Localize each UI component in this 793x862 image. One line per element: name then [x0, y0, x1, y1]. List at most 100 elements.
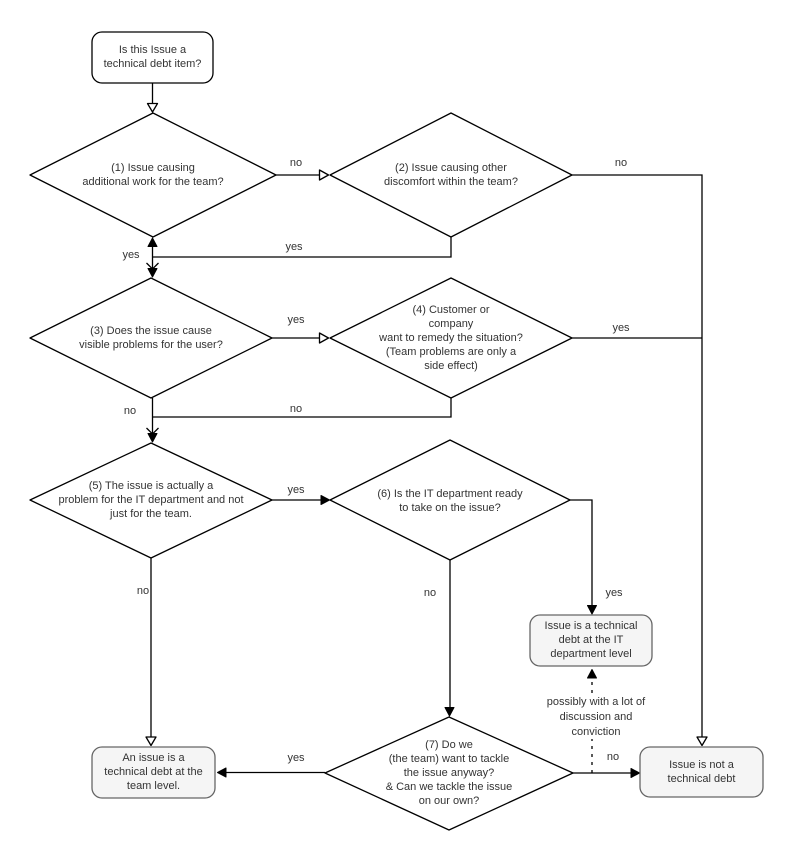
decision-1-text-line: additional work for the team? [82, 176, 223, 188]
dashed-note-line: possibly with a lot of [547, 696, 646, 708]
edge-q7-yes-to-end-team: yes [217, 752, 325, 778]
decision-2-text-line: (2) Issue causing other [395, 162, 507, 174]
end-node-not-debt-shape [639, 746, 764, 798]
decision-1-shape [29, 112, 277, 238]
arrowhead-down-open-icon [696, 736, 708, 747]
edge-q5-yes-to-q6: yes [272, 484, 330, 505]
start-node-text-line: Is this Issue a [119, 44, 187, 56]
end-node-not-debt: Issue is not a technical debt [639, 746, 764, 798]
edge-label-q3-yes: yes [287, 314, 305, 326]
decision-4-text-line: (Team problems are only a [386, 346, 517, 358]
arrowhead-down-filled-icon [147, 268, 158, 278]
arrowhead-right-filled-icon [630, 768, 640, 778]
decision-4-text-line: want to remedy the situation? [378, 332, 523, 344]
edge-label-q2-yes: yes [285, 241, 303, 253]
edge-q6-no-to-q7: no [424, 560, 455, 717]
dashed-note-line: discussion and [560, 711, 633, 723]
edge-q3-yes-to-q4: yes [272, 314, 330, 344]
end-node-team-shape [91, 746, 216, 799]
decision-1-text-line: (1) Issue causing [111, 162, 195, 174]
end-node-team: An issue is a technical debt at the team… [91, 746, 216, 799]
edge-q6-yes-to-end-it: yes [570, 499, 623, 615]
edge-q7-no-to-end-not: no [573, 751, 640, 778]
decision-6-shape [329, 439, 571, 561]
end-node-not-debt-text-line: technical debt [668, 773, 736, 785]
start-node-text-line: technical debt item? [104, 58, 202, 70]
end-node-it-text-line: debt at the IT [559, 634, 624, 646]
decision-5-text-line: just for the team. [109, 508, 192, 520]
edge-label-q1-yes: yes [122, 249, 140, 261]
edge-q2-no-to-end-not: no [572, 157, 708, 747]
arrowhead-down-filled-icon [587, 605, 597, 615]
edge-label-q7-yes: yes [287, 752, 305, 764]
arrowhead-up-filled-icon [587, 669, 597, 679]
decision-6-text-line: to take on the issue? [399, 502, 501, 514]
end-node-it-shape [529, 614, 653, 667]
edge-label-q5-yes: yes [287, 484, 305, 496]
arrowhead-right-open-icon [318, 332, 330, 344]
decision-4-text-line: (4) Customer or [412, 304, 489, 316]
edge-dashed-note-to-end-it: possibly with a lot of discussion and co… [545, 669, 647, 773]
end-node-not-debt-text-line: Issue is not a [669, 759, 735, 771]
decision-2-text-line: discomfort within the team? [384, 176, 518, 188]
decision-3-shape [29, 277, 273, 399]
arrowhead-down-open-icon [146, 102, 159, 113]
decision-7-text-line: on our own? [419, 795, 480, 807]
end-node-team-text-line: technical debt at the [104, 766, 202, 778]
arrowhead-right-open-icon [318, 169, 330, 181]
decision-6: (6) Is the IT department ready to take o… [329, 439, 571, 561]
end-node-it: Issue is a technical debt at the IT depa… [529, 614, 653, 667]
decision-5: (5) The issue is actually a problem for … [29, 442, 273, 559]
arrowhead-left-filled-icon [217, 767, 227, 778]
decision-7: (7) Do we (the team) want to tackle the … [324, 716, 574, 831]
decision-5-text-line: (5) The issue is actually a [89, 480, 214, 492]
decision-2: (2) Issue causing other discomfort withi… [329, 112, 573, 238]
decision-3-text-line: (3) Does the issue cause [90, 325, 212, 337]
end-node-team-text-line: An issue is a [122, 752, 185, 764]
decision-3: (3) Does the issue cause visible problem… [29, 277, 273, 399]
end-node-it-text-line: department level [550, 648, 631, 660]
decision-6-text-line: (6) Is the IT department ready [377, 488, 523, 500]
end-node-team-text-line: team level. [127, 780, 180, 792]
edge-line [152, 237, 452, 258]
edge-start-to-q1 [146, 83, 159, 113]
edge-label-q6-yes: yes [605, 587, 623, 599]
decision-5-text-line: problem for the IT department and not [58, 494, 243, 506]
dashed-note-line: conviction [572, 726, 621, 738]
edge-q5-no-to-end-team: no [137, 558, 157, 747]
edge-label-q5-no: no [137, 585, 149, 597]
arrowhead-down-filled-icon [147, 433, 158, 443]
start-node: Is this Issue a technical debt item? [91, 31, 214, 84]
decision-1: (1) Issue causing additional work for th… [29, 112, 277, 238]
arrowhead-down-filled-icon [444, 707, 455, 717]
decision-4-shape [329, 277, 573, 399]
edge-line [572, 174, 703, 737]
decision-5-shape [29, 442, 273, 559]
edge-label-q1-no: no [290, 157, 302, 169]
edge-label-q4-no: no [290, 403, 302, 415]
decision-7-text-line: (7) Do we [425, 739, 473, 751]
edge-q3-no-to-q5: no [124, 398, 159, 443]
edge-q4-no-to-junction: no [152, 398, 452, 418]
decision-7-text-line: (the team) want to tackle [389, 753, 509, 765]
edge-label-q4-yes: yes [612, 322, 630, 334]
edge-q2-yes-to-junction: yes [152, 237, 452, 258]
decision-7-shape [324, 716, 574, 831]
decision-7-text-line: & Can we tackle the issue [386, 781, 513, 793]
edge-label-q2-no: no [615, 157, 627, 169]
edge-label-q7-no: no [607, 751, 619, 763]
edge-q1-no-to-q2: no [276, 157, 330, 181]
edge-line [152, 398, 452, 418]
edge-label-q6-no: no [424, 587, 436, 599]
edge-q4-yes-to-end-not: yes [572, 322, 702, 339]
arrowhead-down-open-icon [145, 736, 157, 747]
edge-label-q3-no: no [124, 405, 136, 417]
end-node-it-text-line: Issue is a technical [545, 620, 638, 632]
decision-7-text-line: the issue anyway? [404, 767, 495, 779]
arrowhead-right-filled-icon [320, 495, 330, 505]
decision-4-text-line: company [429, 318, 474, 330]
note-background [545, 694, 647, 739]
edge-line [570, 499, 593, 606]
decision-3-text-line: visible problems for the user? [79, 339, 223, 351]
decision-4: (4) Customer or company want to remedy t… [329, 277, 573, 399]
